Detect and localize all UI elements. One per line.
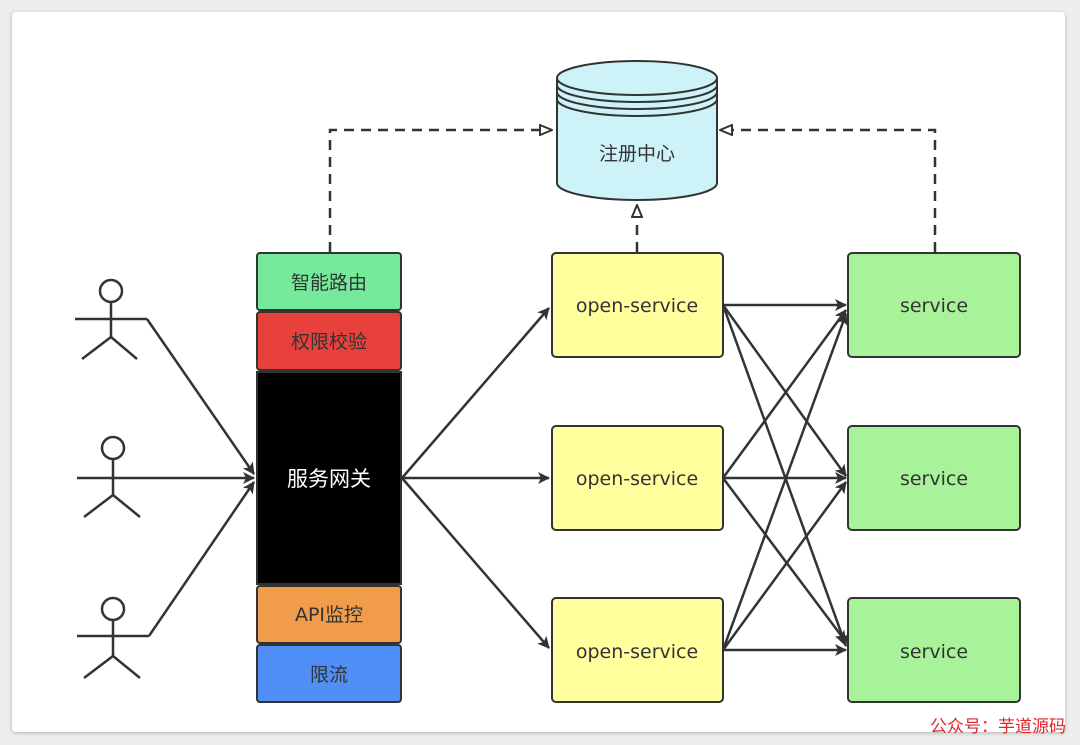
- service-registry-edge: [720, 130, 937, 252]
- auth-module: [256, 311, 402, 371]
- monitor-module-label: API监控: [295, 604, 363, 626]
- open-service-nodes: open-service open-service open-service: [551, 252, 724, 703]
- service-node-2: [847, 425, 1021, 531]
- user-actor-3: [77, 596, 149, 679]
- ratelimit-module: [256, 644, 402, 703]
- open-service-label-1: open-service: [576, 295, 698, 317]
- gateway-core: [256, 371, 402, 585]
- watermark: 公众号：芋道源码: [930, 717, 1066, 737]
- registry-node: 注册中心: [556, 60, 718, 201]
- routing-module: [256, 252, 402, 311]
- routing-module-label: 智能路由: [291, 272, 367, 294]
- auth-module-label: 权限校验: [291, 331, 367, 353]
- monitor-module: [256, 585, 402, 644]
- user-actor-2: [77, 435, 149, 518]
- user3-gateway-edge: [147, 481, 256, 637]
- user-actor-1: [75, 278, 147, 360]
- os3-s1-edge: [721, 313, 848, 651]
- gateway-stack: 智能路由 权限校验 服务网关 API监控 限流: [256, 252, 402, 703]
- gateway-core-label: 服务网关: [287, 467, 371, 491]
- service-label-2: service: [900, 468, 968, 490]
- gateway-openservice3-edge: [401, 477, 550, 649]
- registry-edges: [328, 130, 937, 252]
- gateway-openservice1-edge: [401, 307, 550, 479]
- os2-s3-edge: [722, 477, 847, 643]
- user1-gateway-edge: [145, 318, 256, 475]
- service-nodes: service service service: [847, 252, 1021, 703]
- open-service-node-2: [551, 425, 724, 531]
- gateway-registry-edge: [328, 130, 552, 252]
- service-label-3: service: [900, 641, 968, 663]
- open-service-label-3: open-service: [576, 641, 698, 663]
- os3-s2-edge: [721, 481, 848, 651]
- os1-s2-edge: [721, 304, 848, 477]
- request-edges: [145, 299, 848, 656]
- open-service-label-2: open-service: [576, 468, 698, 490]
- registry-label: 注册中心: [599, 143, 675, 165]
- open-service-node-1: [551, 252, 724, 358]
- ratelimit-module-label: 限流: [310, 664, 348, 686]
- os1-s3-edge: [721, 304, 848, 647]
- open-service-node-3: [551, 597, 724, 703]
- service-node-1: [847, 252, 1021, 358]
- service-label-1: service: [900, 295, 968, 317]
- os2-s1-edge: [721, 309, 848, 479]
- service-node-3: [847, 597, 1021, 703]
